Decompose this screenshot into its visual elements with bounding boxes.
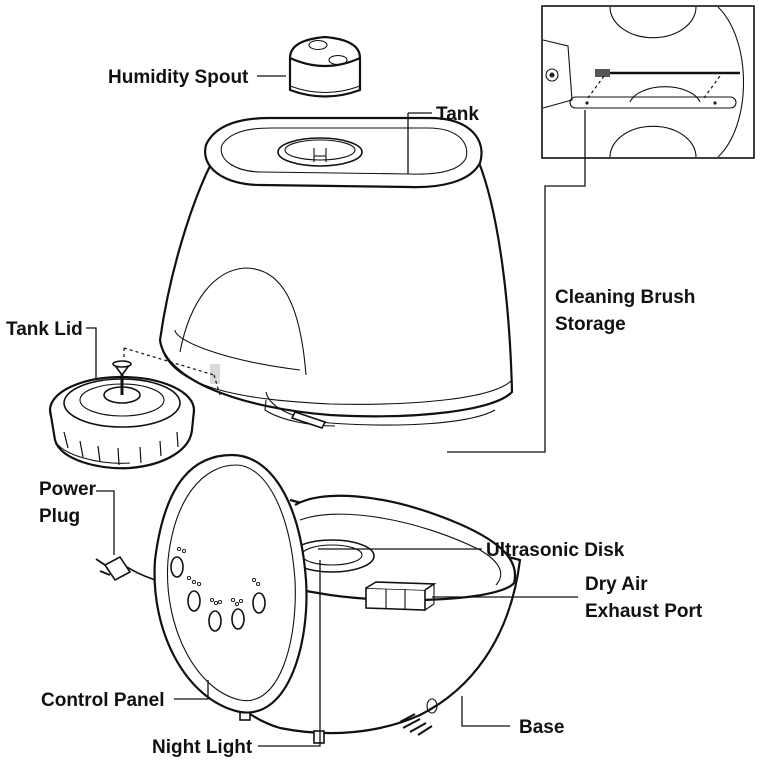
label-dry-air-exhaust-port-2: Exhaust Port	[585, 601, 703, 622]
tank-lid	[48, 327, 221, 470]
label-tank: Tank	[436, 104, 479, 125]
brush-storage-inset	[447, 5, 755, 453]
label-base: Base	[519, 717, 564, 738]
label-cleaning-brush-storage-1: Cleaning Brush	[555, 287, 695, 308]
water-tank	[158, 112, 514, 429]
label-control-panel: Control Panel	[41, 690, 165, 711]
label-tank-lid: Tank Lid	[6, 319, 83, 340]
label-power-plug-2: Plug	[39, 506, 80, 527]
label-dry-air-exhaust-port-1: Dry Air	[585, 574, 648, 595]
power-plug-icon	[95, 555, 156, 582]
label-night-light: Night Light	[152, 737, 253, 758]
label-humidity-spout: Humidity Spout	[108, 67, 249, 88]
label-cleaning-brush-storage-2: Storage	[555, 314, 626, 335]
humidity-spout	[257, 35, 362, 98]
cleaning-brush-icon	[595, 69, 740, 77]
control-panel	[95, 453, 308, 714]
label-ultrasonic-disk: Ultrasonic Disk	[486, 540, 625, 561]
exhaust-port	[365, 581, 437, 611]
label-power-plug-1: Power	[39, 479, 97, 500]
